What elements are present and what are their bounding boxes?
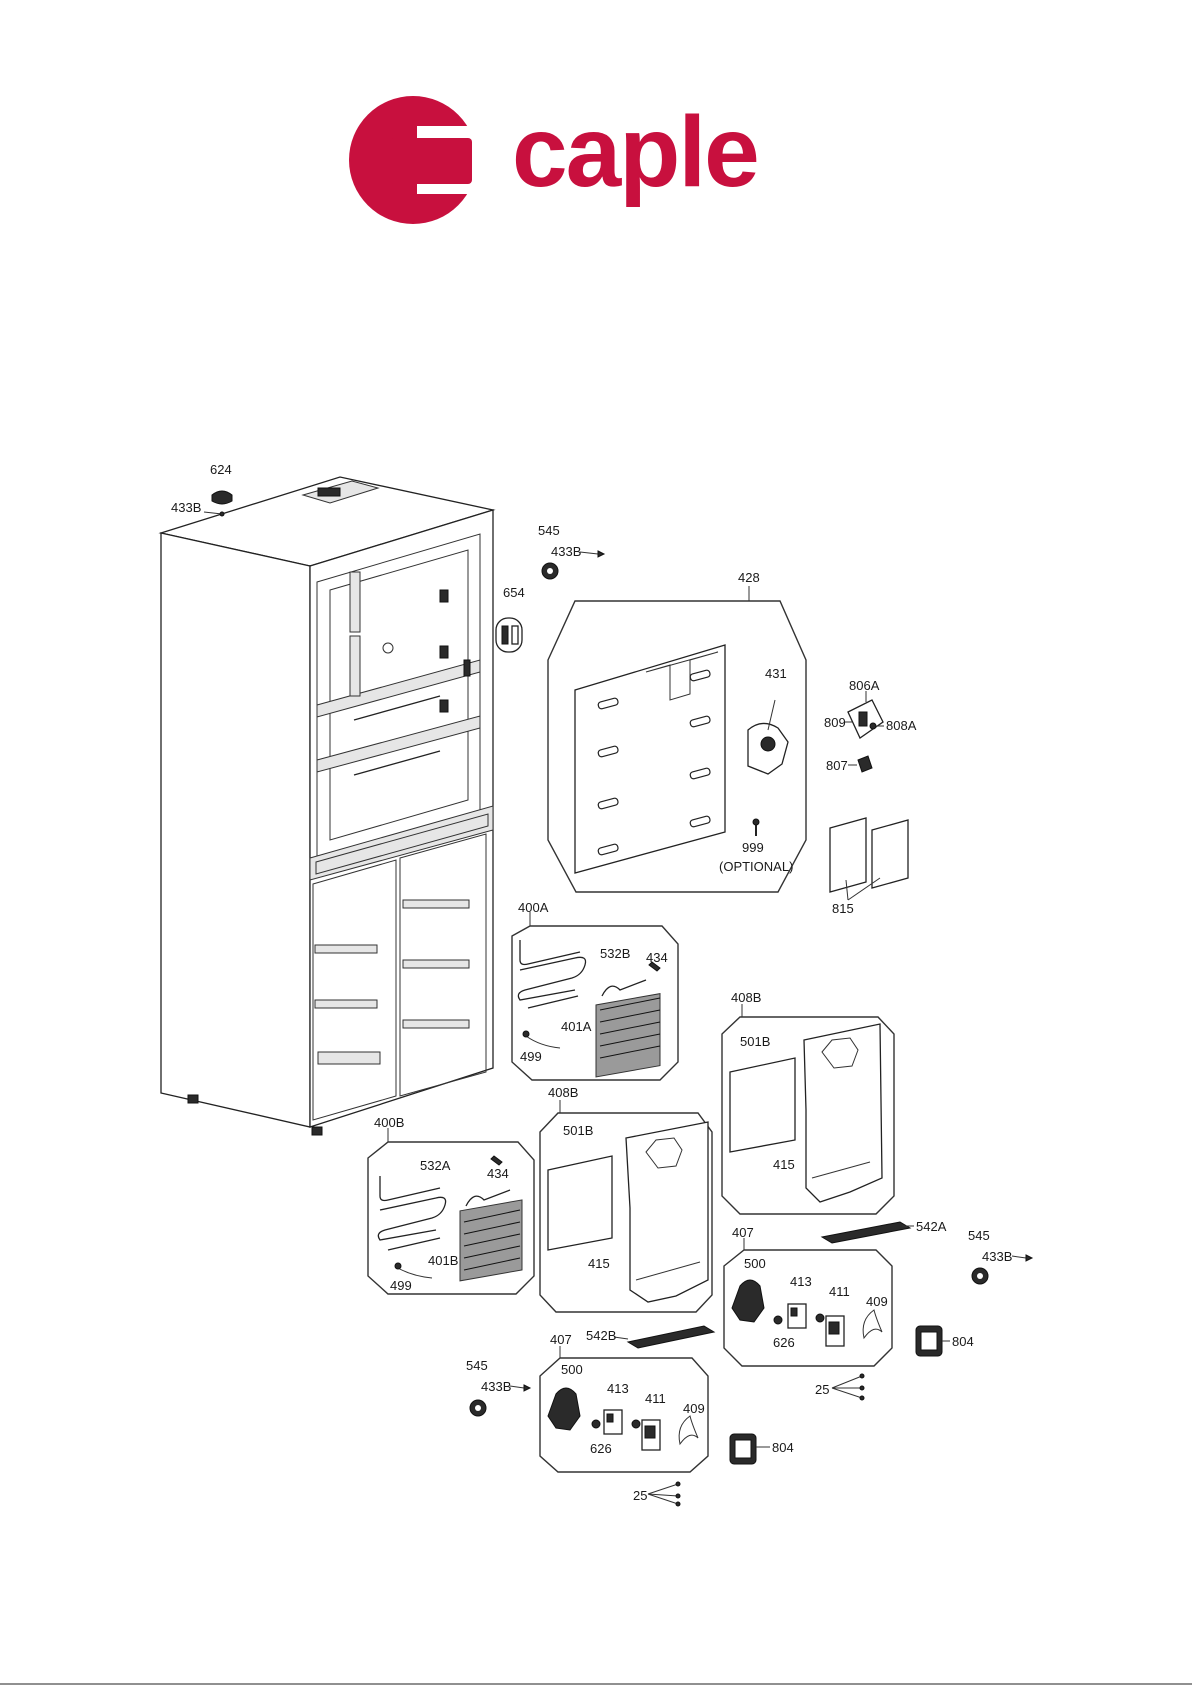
label-431: 431	[765, 666, 787, 681]
label-626-right: 626	[773, 1335, 795, 1350]
label-433b-top: 433B	[171, 500, 201, 515]
part-804-lower	[730, 1434, 770, 1464]
label-409-lower: 409	[683, 1401, 705, 1416]
label-804-lower: 804	[772, 1440, 794, 1455]
part-806a-assembly	[844, 691, 884, 738]
label-413-lower: 413	[607, 1381, 629, 1396]
label-807: 807	[826, 758, 848, 773]
label-654: 654	[503, 585, 525, 600]
label-500-right: 500	[744, 1256, 766, 1271]
label-804-right: 804	[952, 1334, 974, 1349]
label-624: 624	[210, 462, 232, 477]
label-408b-middle: 408B	[548, 1085, 578, 1100]
label-999: 999	[742, 840, 764, 855]
refrigerator-cabinet	[161, 477, 493, 1135]
group-400b	[368, 1128, 534, 1294]
label-499-upper: 499	[520, 1049, 542, 1064]
part-542a	[822, 1222, 914, 1243]
label-806a: 806A	[849, 678, 880, 693]
part-25-lower	[648, 1482, 680, 1506]
label-401a: 401A	[561, 1019, 592, 1034]
label-626-lower: 626	[590, 1441, 612, 1456]
label-545-upper: 545	[538, 523, 560, 538]
label-809: 809	[824, 715, 846, 730]
label-542b: 542B	[586, 1328, 616, 1343]
label-815: 815	[832, 901, 854, 916]
group-428	[548, 586, 806, 892]
label-434-lower: 434	[487, 1166, 509, 1181]
label-434-upper: 434	[646, 950, 668, 965]
label-500-lower: 500	[561, 1362, 583, 1377]
label-400a: 400A	[518, 900, 549, 915]
caple-logo-wordmark: caple	[512, 96, 758, 208]
label-433b-lower: 433B	[481, 1379, 511, 1394]
label-25-right: 25	[815, 1382, 829, 1397]
label-415-middle: 415	[588, 1256, 610, 1271]
label-407-lower: 407	[550, 1332, 572, 1347]
label-808a: 808A	[886, 718, 917, 733]
part-654	[496, 618, 522, 652]
label-501b-middle: 501B	[563, 1123, 593, 1138]
label-411-lower: 411	[645, 1391, 666, 1406]
caple-logo-mark	[349, 96, 497, 224]
label-499-lower: 499	[390, 1278, 412, 1293]
part-807	[848, 756, 872, 772]
label-401b: 401B	[428, 1253, 458, 1268]
caple-logo: caple	[349, 96, 758, 224]
label-25-lower: 25	[633, 1488, 647, 1503]
part-804-right	[916, 1326, 950, 1356]
label-532a: 532A	[420, 1158, 451, 1173]
label-407-right: 407	[732, 1225, 754, 1240]
part-542b	[614, 1326, 714, 1348]
label-545-right: 545	[968, 1228, 990, 1243]
label-409-right: 409	[866, 1294, 888, 1309]
label-545-lower: 545	[466, 1358, 488, 1373]
part-25-right	[832, 1374, 864, 1400]
label-433b-right: 433B	[982, 1249, 1012, 1264]
label-413-right: 413	[790, 1274, 812, 1289]
label-532b: 532B	[600, 946, 630, 961]
label-542a: 542A	[916, 1219, 947, 1234]
label-411-right: 411	[829, 1284, 850, 1299]
label-optional: (OPTIONAL)	[719, 859, 793, 874]
label-501b-upper: 501B	[740, 1034, 770, 1049]
label-428: 428	[738, 570, 760, 585]
label-400b: 400B	[374, 1115, 404, 1130]
label-433b-upper: 433B	[551, 544, 581, 559]
part-815	[830, 818, 908, 900]
label-408b-upper: 408B	[731, 990, 761, 1005]
label-415-upper: 415	[773, 1157, 795, 1172]
